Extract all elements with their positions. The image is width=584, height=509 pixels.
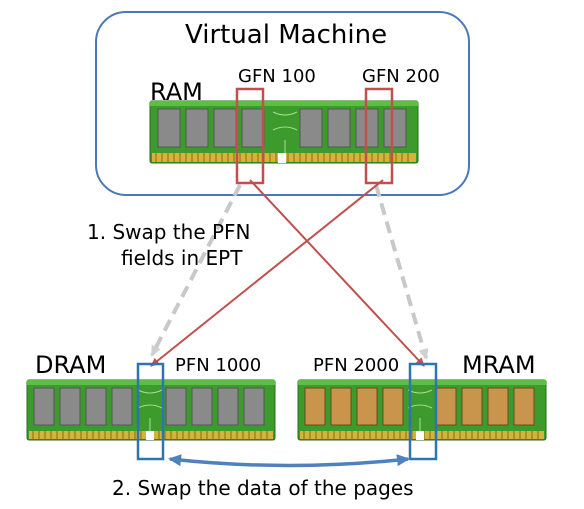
vm-title: Virtual Machine <box>185 20 388 50</box>
data-swap-arrow <box>168 454 410 468</box>
new-mapping-gfn100-arrow <box>249 179 425 367</box>
dram-module <box>26 379 276 441</box>
vm-ram-label: RAM <box>150 78 203 106</box>
mram-module <box>297 379 547 441</box>
pfn-2000-label: PFN 2000 <box>313 355 400 376</box>
step-2-label: 2. Swap the data of the pages <box>112 476 414 500</box>
gfn-100-box <box>235 87 265 185</box>
dram-label: DRAM <box>35 351 107 379</box>
step-1-line-1: 1. Swap the PFN <box>87 220 251 244</box>
old-mapping-gfn200-arrow <box>374 184 429 360</box>
pfn-2000-box <box>408 362 438 461</box>
vm-ram-module <box>149 100 419 164</box>
old-mapping-gfn100-arrow <box>150 184 242 357</box>
gfn-100-label: GFN 100 <box>238 66 316 87</box>
pfn-1000-box <box>136 362 165 461</box>
pfn-1000-label: PFN 1000 <box>175 355 262 376</box>
gfn-200-label: GFN 200 <box>362 66 440 87</box>
mram-label: MRAM <box>462 351 536 379</box>
step-1-line-2: fields in EPT <box>121 246 243 270</box>
new-mapping-gfn200-arrow <box>150 179 384 367</box>
